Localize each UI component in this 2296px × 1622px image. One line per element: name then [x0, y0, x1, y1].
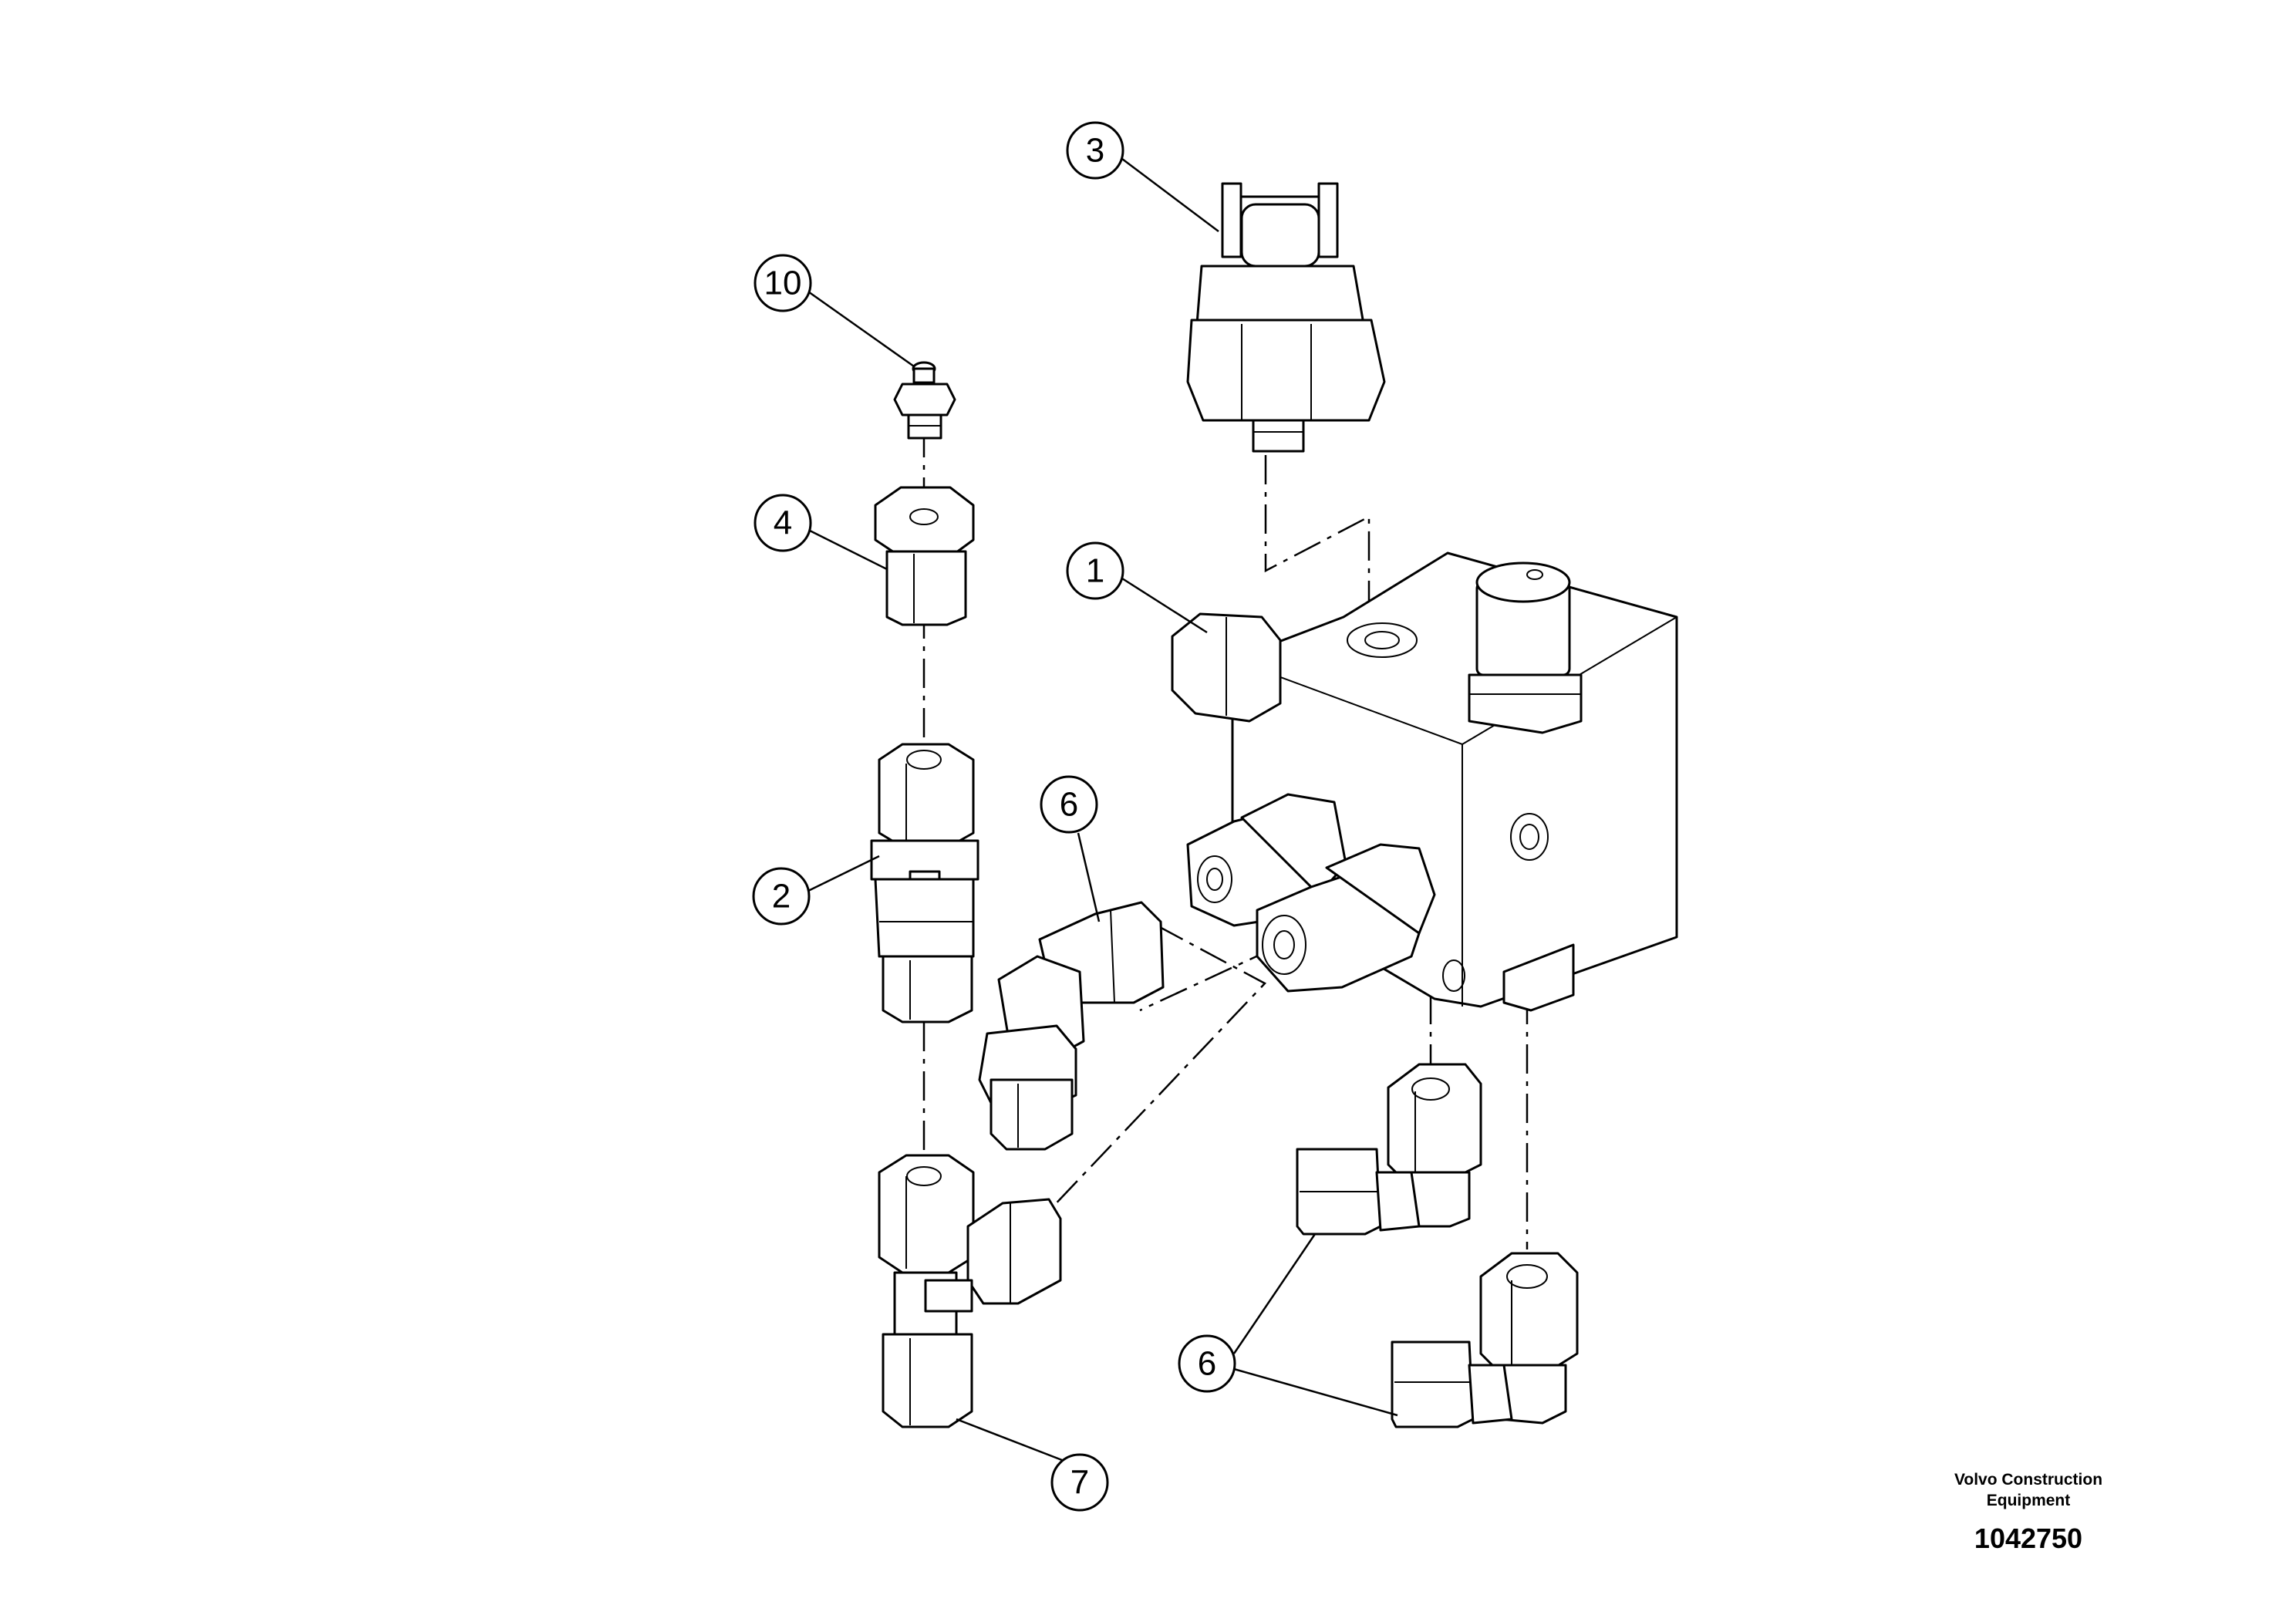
callout-7-label: 7 — [1070, 1464, 1089, 1502]
document-number: 1042750 — [1974, 1523, 2083, 1554]
pressure-switch — [1186, 182, 1386, 453]
callout-1-label: 1 — [1086, 552, 1104, 590]
straight-union — [870, 743, 979, 1023]
elbow-left — [978, 901, 1165, 1151]
callout-2: 2 — [752, 867, 811, 926]
callout-3-label: 3 — [1086, 132, 1104, 170]
callout-6b-label: 6 — [1198, 1345, 1216, 1383]
callout-7: 7 — [1050, 1453, 1109, 1512]
callout-6a: 6 — [1040, 775, 1098, 834]
callout-6a-label: 6 — [1060, 786, 1078, 824]
valve-cap — [1468, 561, 1583, 734]
leader-lines — [805, 158, 1398, 1467]
callout-2-label: 2 — [772, 878, 791, 916]
elbow-right-lower — [1391, 1252, 1579, 1428]
tee-fitting — [878, 1154, 1062, 1428]
valve-front-fittings — [1186, 793, 1436, 993]
company-name-line2: Equipment — [1986, 1492, 2071, 1509]
callout-4: 4 — [754, 494, 812, 552]
callout-10-label: 10 — [764, 265, 802, 302]
grease-nipple — [893, 361, 956, 440]
elbow-right-upper — [1296, 1063, 1482, 1236]
callout-1: 1 — [1066, 541, 1124, 600]
valve-block — [1171, 551, 1678, 1012]
callout-4-label: 4 — [774, 504, 792, 542]
publisher-block: Volvo Construction Equipment 1042750 — [1890, 1469, 2167, 1556]
callout-6b: 6 — [1178, 1334, 1236, 1393]
company-name-line1: Volvo Construction — [1954, 1471, 2103, 1489]
callout-10: 10 — [754, 254, 812, 312]
callout-3: 3 — [1066, 121, 1124, 180]
reducer-nut — [874, 486, 975, 626]
